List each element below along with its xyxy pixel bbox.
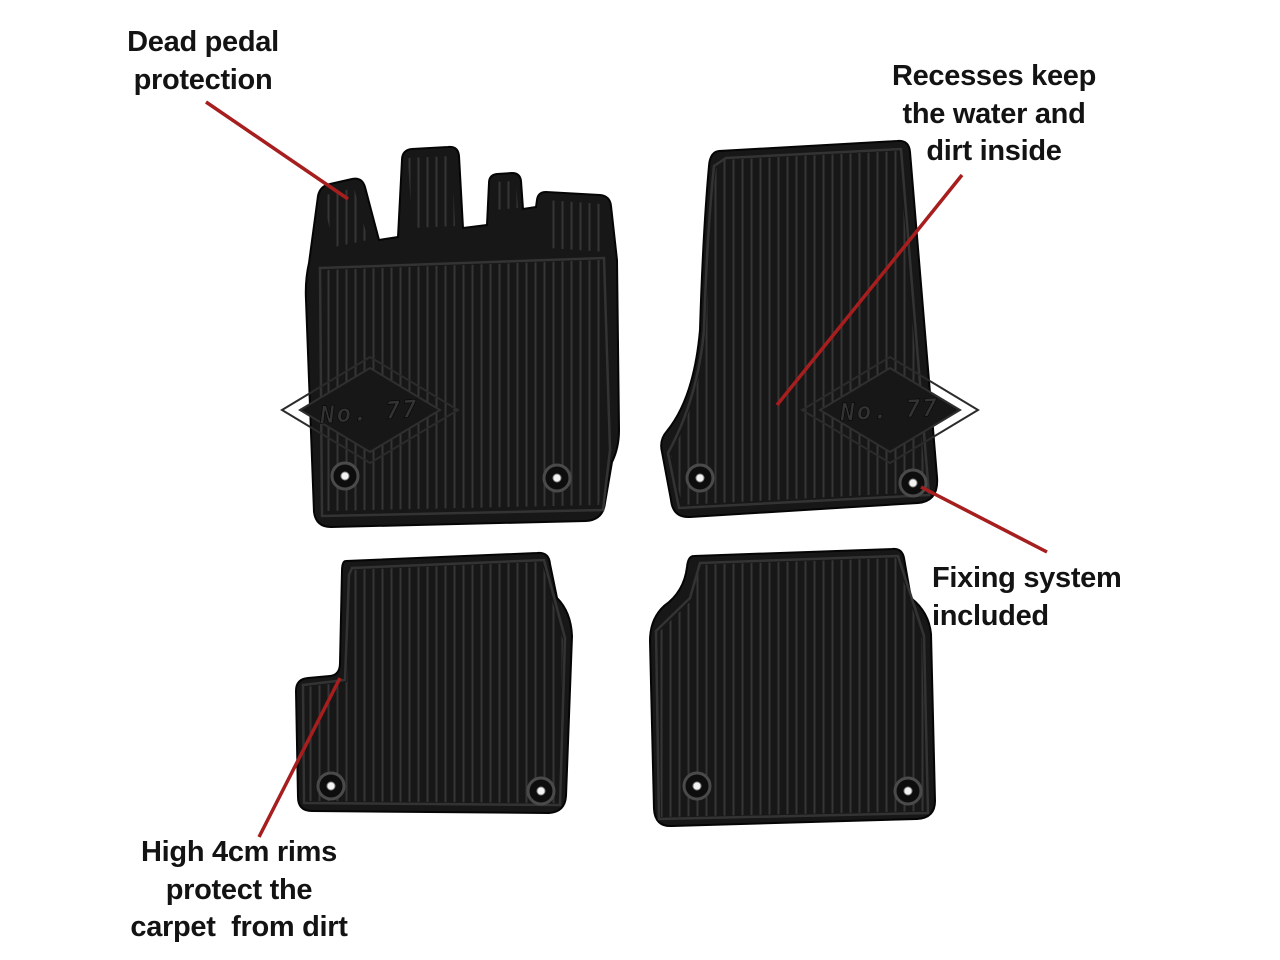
fixing-clip: [316, 771, 346, 801]
annotation-line: the water and: [902, 97, 1086, 130]
annotation-line: dirt inside: [926, 135, 1062, 168]
annotation-dead-pedal-protection: Dead pedal protection: [78, 24, 328, 99]
fixing-clip: [526, 776, 556, 806]
mat-rim-groove: [654, 554, 930, 821]
fixing-clip: [330, 461, 360, 491]
logo-diamond: [280, 355, 460, 465]
fixing-clip: [893, 776, 923, 806]
mat-rib-texture: [658, 558, 926, 817]
annotation-line: protect the: [165, 873, 313, 906]
mat-rim-groove: [666, 147, 931, 510]
logo-diamond: [298, 366, 442, 454]
annotation-line: protection: [133, 63, 273, 96]
floor-mat-front-left: No. 77: [280, 145, 621, 529]
callout-line-high-rims: [257, 677, 342, 838]
floor-mat-front-right: No. 77: [660, 139, 980, 519]
mat-logo-text: No. 77: [839, 393, 940, 426]
logo-diamond: [800, 355, 980, 465]
mat-rim-groove: [318, 256, 612, 518]
fixing-clip: [542, 463, 572, 493]
annotation-line: included: [932, 599, 1049, 632]
annotation-line: Recesses keep: [891, 60, 1097, 92]
mat-rib-texture: [305, 562, 563, 803]
annotation-fixing-system-included: Fixing system included: [932, 560, 1192, 635]
fixing-clip: [682, 771, 712, 801]
annotation-line: Dead pedal: [127, 26, 279, 58]
annotation-high-rims-protect: High 4cm rims protect the carpet from di…: [96, 834, 382, 947]
fixing-clip: [685, 463, 715, 493]
annotation-line: High 4cm rims: [141, 836, 337, 868]
mat-rim-groove: [301, 558, 567, 807]
mat-rib-texture: [492, 181, 518, 210]
fixing-clip: [898, 468, 928, 498]
callout-line-dead-pedal: [205, 100, 349, 201]
annotation-line: carpet from dirt: [130, 911, 348, 944]
floor-mat-rear-left: [294, 551, 574, 815]
annotation-recesses-keep-water: Recesses keep the water and dirt inside: [868, 58, 1120, 171]
annotation-line: Fixing system: [932, 562, 1122, 594]
callout-line-recesses: [775, 173, 964, 407]
mat-rib-texture: [546, 200, 606, 252]
mat-rib-texture: [408, 156, 455, 228]
mat-rib-texture: [322, 188, 368, 247]
mat-logo: No. 77: [838, 393, 940, 427]
floor-mat-rear-right: [648, 547, 937, 828]
callout-line-fixing-system: [920, 485, 1048, 554]
logo-diamond: [818, 366, 962, 454]
